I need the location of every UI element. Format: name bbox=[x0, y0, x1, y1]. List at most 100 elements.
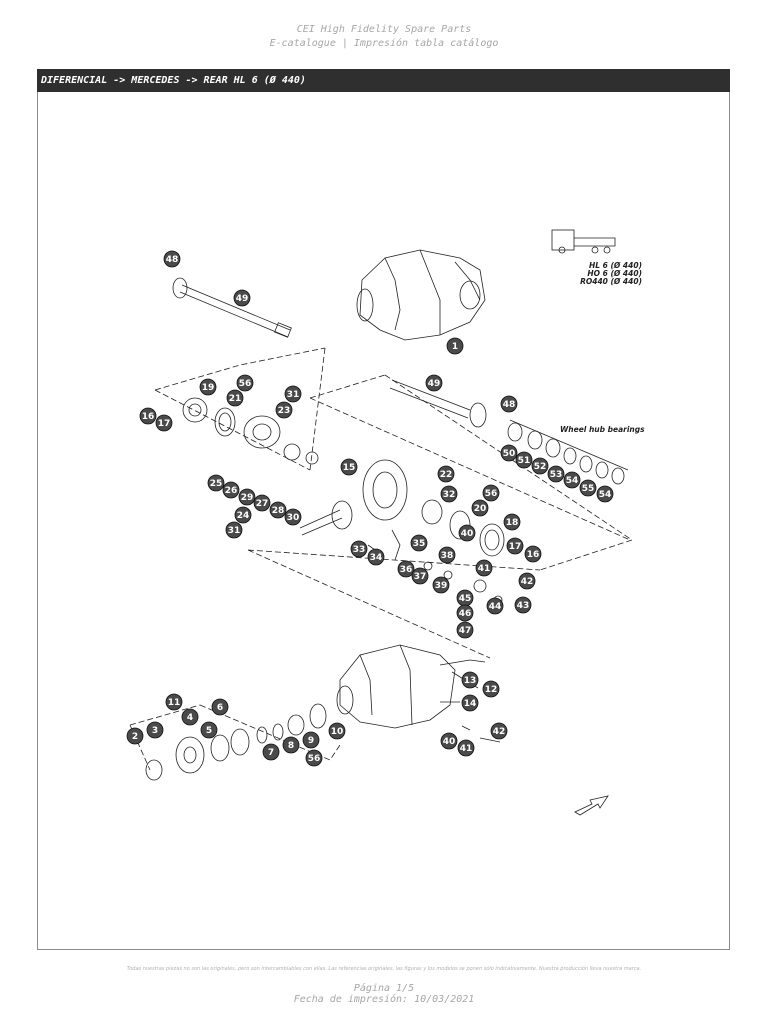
svg-text:31: 31 bbox=[287, 390, 300, 400]
svg-text:31: 31 bbox=[228, 526, 241, 536]
callout-47: 47 bbox=[456, 621, 474, 639]
svg-text:7: 7 bbox=[268, 748, 274, 758]
svg-text:39: 39 bbox=[435, 581, 448, 591]
callout-6: 6 bbox=[211, 698, 229, 716]
svg-text:9: 9 bbox=[308, 736, 314, 746]
callout-49: 49 bbox=[233, 289, 251, 307]
callout-56: 56 bbox=[482, 484, 500, 502]
callout-40: 40 bbox=[458, 524, 476, 542]
callout-3: 3 bbox=[146, 721, 164, 739]
axle-shaft-upper bbox=[179, 284, 291, 338]
callout-4: 4 bbox=[181, 708, 199, 726]
svg-text:48: 48 bbox=[503, 400, 516, 410]
svg-text:5: 5 bbox=[206, 726, 212, 736]
callout-49: 49 bbox=[425, 374, 443, 392]
footer-disclaimer: Todas nuestras piezas no son las origina… bbox=[126, 966, 642, 972]
callout-31: 31 bbox=[284, 385, 302, 403]
callout-35: 35 bbox=[410, 534, 428, 552]
svg-text:44: 44 bbox=[489, 602, 502, 612]
svg-text:28: 28 bbox=[272, 506, 285, 516]
exploded-parts-diagram: HL 6 (Ø 440) HO 6 (Ø 440) RO440 (Ø 440) … bbox=[126, 229, 645, 816]
callout-36: 36 bbox=[397, 560, 415, 578]
callout-8: 8 bbox=[282, 736, 300, 754]
svg-text:35: 35 bbox=[413, 539, 426, 549]
callout-53: 53 bbox=[547, 465, 565, 483]
callout-41: 41 bbox=[475, 559, 493, 577]
callout-31: 31 bbox=[225, 521, 243, 539]
housing-top-drawing bbox=[359, 249, 486, 341]
callout-7: 7 bbox=[262, 743, 280, 761]
svg-text:24: 24 bbox=[237, 511, 250, 521]
svg-text:49: 49 bbox=[428, 379, 441, 389]
callout-51: 51 bbox=[515, 451, 533, 469]
callout-42: 42 bbox=[490, 722, 508, 740]
callout-25: 25 bbox=[207, 474, 225, 492]
svg-text:3: 3 bbox=[152, 726, 158, 736]
callout-21: 21 bbox=[226, 389, 244, 407]
model-line-2: HO 6 (Ø 440) bbox=[587, 269, 642, 278]
callout-52: 52 bbox=[531, 457, 549, 475]
callout-54: 54 bbox=[563, 471, 581, 489]
svg-text:8: 8 bbox=[288, 741, 294, 751]
callout-24: 24 bbox=[234, 506, 252, 524]
callout-22: 22 bbox=[437, 465, 455, 483]
callout-56: 56 bbox=[236, 374, 254, 392]
callout-13: 13 bbox=[461, 671, 479, 689]
svg-text:14: 14 bbox=[464, 699, 477, 709]
callout-17: 17 bbox=[155, 414, 173, 432]
svg-text:54: 54 bbox=[566, 476, 579, 486]
callout-30: 30 bbox=[284, 508, 302, 526]
callout-40: 40 bbox=[440, 732, 458, 750]
callout-19: 19 bbox=[199, 378, 217, 396]
model-line-1: HL 6 (Ø 440) bbox=[589, 261, 642, 270]
svg-text:4: 4 bbox=[187, 713, 193, 723]
svg-text:19: 19 bbox=[202, 383, 215, 393]
callout-1: 1 bbox=[446, 337, 464, 355]
callout-42: 42 bbox=[518, 572, 536, 590]
callout-45: 45 bbox=[456, 589, 474, 607]
callout-11: 11 bbox=[165, 693, 183, 711]
svg-text:42: 42 bbox=[521, 577, 534, 587]
svg-text:6: 6 bbox=[217, 703, 223, 713]
callout-54: 54 bbox=[596, 485, 614, 503]
callout-32: 32 bbox=[440, 485, 458, 503]
svg-text:52: 52 bbox=[534, 462, 547, 472]
direction-arrow bbox=[574, 795, 609, 816]
svg-text:34: 34 bbox=[370, 553, 383, 563]
svg-text:13: 13 bbox=[464, 676, 477, 686]
truck-icon bbox=[551, 229, 575, 251]
svg-text:56: 56 bbox=[239, 379, 252, 389]
svg-text:45: 45 bbox=[459, 594, 472, 604]
svg-text:18: 18 bbox=[506, 518, 519, 528]
breadcrumb: DIFERENCIAL -> MERCEDES -> REAR HL 6 (Ø … bbox=[37, 69, 730, 92]
callout-50: 50 bbox=[500, 444, 518, 462]
axle-shaft-middle bbox=[389, 379, 471, 419]
print-date: Fecha de impresión: 10/03/2021 bbox=[293, 994, 475, 1005]
svg-text:16: 16 bbox=[527, 550, 540, 560]
svg-text:37: 37 bbox=[414, 572, 427, 582]
svg-text:22: 22 bbox=[440, 470, 453, 480]
svg-text:53: 53 bbox=[550, 470, 563, 480]
svg-text:27: 27 bbox=[256, 499, 269, 509]
svg-text:41: 41 bbox=[460, 744, 473, 754]
svg-text:15: 15 bbox=[343, 463, 356, 473]
callout-26: 26 bbox=[222, 481, 240, 499]
svg-text:23: 23 bbox=[278, 406, 291, 416]
callout-27: 27 bbox=[253, 494, 271, 512]
callout-18: 18 bbox=[503, 513, 521, 531]
callout-38: 38 bbox=[438, 546, 456, 564]
callout-12: 12 bbox=[482, 680, 500, 698]
callout-15: 15 bbox=[340, 458, 358, 476]
svg-text:32: 32 bbox=[443, 490, 456, 500]
callout-20: 20 bbox=[471, 499, 489, 517]
svg-text:1: 1 bbox=[452, 342, 458, 352]
svg-text:56: 56 bbox=[485, 489, 498, 499]
svg-text:49: 49 bbox=[236, 294, 249, 304]
svg-text:20: 20 bbox=[474, 504, 487, 514]
svg-text:36: 36 bbox=[400, 565, 413, 575]
callout-17: 17 bbox=[506, 537, 524, 555]
callout-48: 48 bbox=[500, 395, 518, 413]
callout-41: 41 bbox=[457, 739, 475, 757]
callout-16: 16 bbox=[139, 407, 157, 425]
svg-text:42: 42 bbox=[493, 727, 506, 737]
